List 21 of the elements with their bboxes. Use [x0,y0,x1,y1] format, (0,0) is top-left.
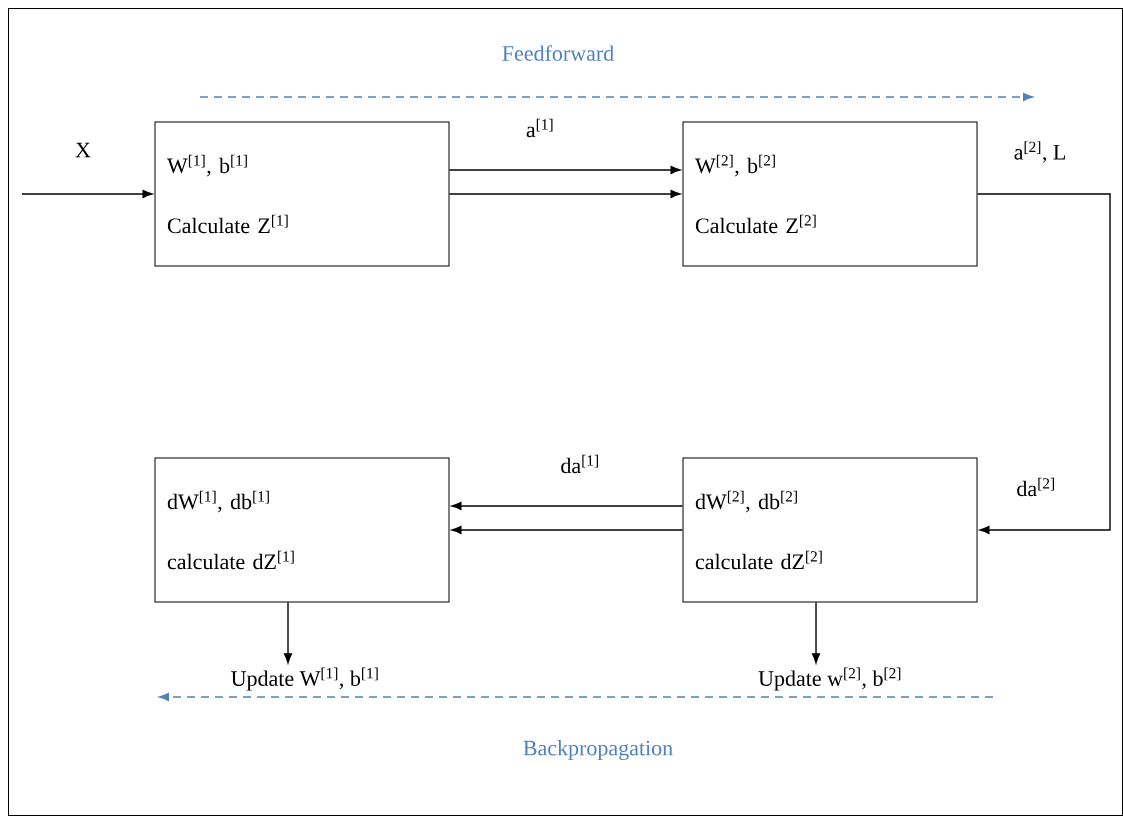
direction-label: Backpropagation [523,740,673,760]
direction-label: Feedforward [502,45,614,61]
process-box: dW$^{[1]}$, db$^{[1]}$ calculate dZ$^{[1]}$ [154,457,450,603]
output-text: Update w$^{[2]}$, b$^{[2]}$ [758,667,901,691]
output-text: Update W$^{[1]}$, b$^{[1]}$ [231,667,378,691]
arrow [976,193,1111,534]
process-box: dW$^{[2]}$, db$^{[2]}$ calculate dZ$^{[2]}$ [682,457,978,603]
arrow [448,166,681,174]
edge-label: a$^{[1]}$ [524,117,556,139]
output-label: a$^{[2]}$, L [1014,141,1065,163]
arrow [451,502,684,510]
arrow [21,190,153,198]
arrow [448,190,681,198]
arrow [812,601,820,664]
edge-label: X [74,141,92,159]
process-box: W$^{[1]}$, b$^{[1]}$ Calculate Z$^{[1]}$ [154,121,450,267]
process-box: W$^{[2]}$, b$^{[2]}$ Calculate Z$^{[2]}$ [682,121,978,267]
arrow [451,526,684,534]
edge-label: da$^{[1]}$ [559,453,601,475]
edge-label: da$^{[2]}$ [1015,476,1057,498]
arrow [284,601,292,664]
